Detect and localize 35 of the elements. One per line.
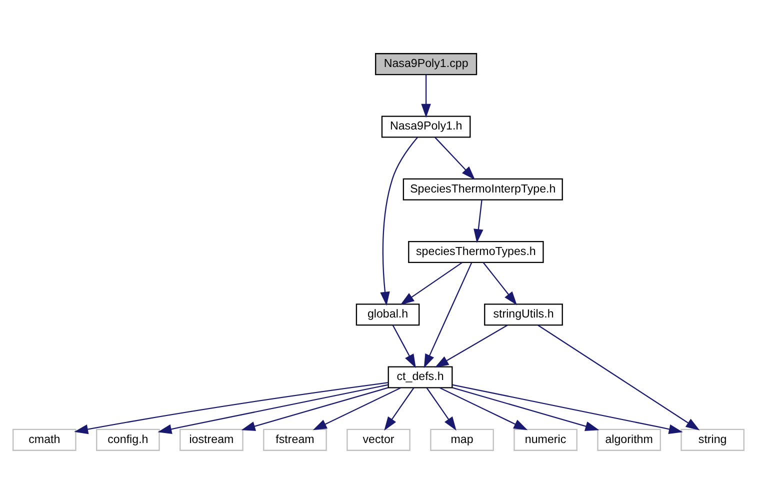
arrow bbox=[452, 384, 683, 434]
arrow bbox=[384, 388, 414, 431]
arrow bbox=[158, 384, 388, 434]
arrow bbox=[400, 262, 462, 305]
arrow bbox=[426, 388, 456, 431]
arrow bbox=[380, 136, 418, 306]
node-box: vector bbox=[346, 428, 410, 451]
node-box: Nasa9Poly1.cpp bbox=[375, 53, 478, 76]
arrow bbox=[474, 200, 484, 244]
arrow bbox=[482, 262, 518, 306]
node-box: string bbox=[680, 428, 744, 451]
node-box: fstream bbox=[263, 428, 327, 451]
arrow bbox=[434, 136, 476, 180]
node-box: algorithm bbox=[597, 428, 661, 451]
arrow bbox=[440, 387, 528, 430]
arrow bbox=[241, 387, 388, 431]
node-box: ct_defs.h bbox=[388, 366, 453, 388]
arrow bbox=[452, 387, 600, 431]
node-box: iostream bbox=[180, 428, 244, 451]
arrow bbox=[424, 262, 472, 368]
node-box: map bbox=[430, 428, 494, 451]
arrow bbox=[392, 324, 416, 368]
arrow bbox=[421, 74, 431, 118]
node-box: config.h bbox=[96, 428, 160, 451]
arrow bbox=[434, 324, 508, 368]
node-box: numeric bbox=[514, 428, 578, 451]
node-box: global.h bbox=[356, 304, 420, 326]
node-box: cmath bbox=[12, 428, 76, 451]
arrow bbox=[312, 387, 401, 430]
arrow bbox=[74, 382, 388, 434]
node-box: stringUtils.h bbox=[484, 304, 563, 326]
node-box: SpeciesThermoInterpType.h bbox=[402, 178, 563, 200]
node-box: Nasa9Poly1.h bbox=[381, 116, 471, 138]
node-box: speciesThermoTypes.h bbox=[408, 240, 544, 264]
arrow bbox=[538, 324, 700, 430]
